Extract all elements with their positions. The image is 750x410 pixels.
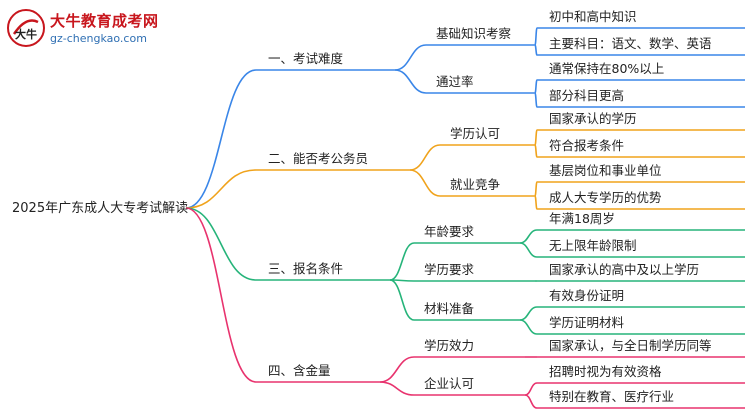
subtopic: 就业竞争 xyxy=(450,177,500,192)
subtopic-to-leaf-link xyxy=(534,129,538,146)
subtopic-to-leaf-link xyxy=(534,27,538,46)
leaf-topic: 通常保持在80%以上 xyxy=(549,61,664,76)
leaf-topic: 招聘时视为有效资格 xyxy=(549,364,662,379)
leaf-topic: 无上限年龄限制 xyxy=(549,238,637,253)
branch-to-subtopic-link xyxy=(389,242,415,281)
root-topic: 2025年广东成人大专考试解读 xyxy=(12,201,188,216)
leaf-topic: 国家承认的学历 xyxy=(549,111,637,126)
branch-to-subtopic-link xyxy=(379,381,415,396)
subtopic: 学历效力 xyxy=(424,338,474,353)
leaf-topic: 国家承认的高中及以上学历 xyxy=(549,262,699,277)
subtopic-to-leaf-link xyxy=(524,382,538,396)
subtopic-to-leaf-link xyxy=(519,229,538,244)
branch-to-subtopic-link xyxy=(394,69,427,94)
root-to-branch-link xyxy=(185,69,257,209)
branch-topic: 三、报名条件 xyxy=(268,261,343,276)
leaf-topic: 特别在教育、医疗行业 xyxy=(549,389,674,404)
leaf-topic: 国家承认，与全日制学历同等 xyxy=(549,338,712,353)
leaf-topic: 学历证明材料 xyxy=(549,315,625,330)
subtopic-to-leaf-link xyxy=(534,181,538,197)
subtopic-to-leaf-link xyxy=(519,319,538,335)
site-logo: 大牛 大牛教育成考网 gz-chengkao.com xyxy=(6,6,176,54)
root-to-branch-link xyxy=(185,207,257,281)
root-to-branch-link xyxy=(185,207,257,383)
leaf-topic: 成人大专学历的优势 xyxy=(549,190,662,205)
leaf-topic: 部分科目更高 xyxy=(549,88,624,103)
subtopic: 企业认可 xyxy=(424,376,474,391)
mind-map-labels: 2025年广东成人大专考试解读 一、考试难度 基础知识考察 初中和高中知识主要科目：语… xyxy=(12,9,712,404)
subtopic: 基础知识考察 xyxy=(436,26,512,41)
mind-map-links xyxy=(185,27,538,409)
branch-to-subtopic-link xyxy=(409,169,441,197)
leaf-topic: 符合报考条件 xyxy=(549,138,624,153)
subtopic-to-leaf-link xyxy=(534,79,538,94)
branch-to-subtopic-link xyxy=(409,144,441,171)
logo-title: 大牛教育成考网 xyxy=(50,12,159,30)
logo-mark-icon: 大牛 xyxy=(7,9,45,47)
mind-map-underlines xyxy=(256,27,745,409)
logo-mark-text: 大牛 xyxy=(15,27,37,41)
leaf-topic: 主要科目：语文、数学、英语 xyxy=(549,36,712,51)
subtopic-to-leaf-link xyxy=(534,92,538,108)
subtopic-to-leaf-link xyxy=(519,306,538,321)
branch-to-subtopic-link xyxy=(394,44,427,71)
leaf-topic: 有效身份证明 xyxy=(549,288,624,303)
root-to-branch-link xyxy=(185,169,257,209)
subtopic-to-leaf-link xyxy=(534,195,538,210)
subtopic-to-leaf-link xyxy=(534,144,538,158)
branch-to-subtopic-link xyxy=(389,279,415,321)
leaf-topic: 年满18周岁 xyxy=(549,211,615,226)
branch-topic: 四、含金量 xyxy=(268,363,331,378)
subtopic: 材料准备 xyxy=(424,301,475,316)
subtopic-to-leaf-link xyxy=(519,242,538,258)
logo-url: gz-chengkao.com xyxy=(50,32,147,45)
subtopic: 学历认可 xyxy=(450,126,500,141)
subtopic: 年龄要求 xyxy=(424,224,475,239)
subtopic: 学历要求 xyxy=(424,262,475,277)
leaf-topic: 基层岗位和事业单位 xyxy=(549,163,662,178)
leaf-topic: 初中和高中知识 xyxy=(549,9,637,24)
branch-to-subtopic-link xyxy=(379,356,415,383)
branch-topic: 一、考试难度 xyxy=(268,51,344,66)
subtopic-to-leaf-link xyxy=(524,394,538,409)
subtopic-to-leaf-link xyxy=(534,44,538,56)
branch-topic: 二、能否考公务员 xyxy=(268,151,368,166)
subtopic: 通过率 xyxy=(436,74,474,89)
